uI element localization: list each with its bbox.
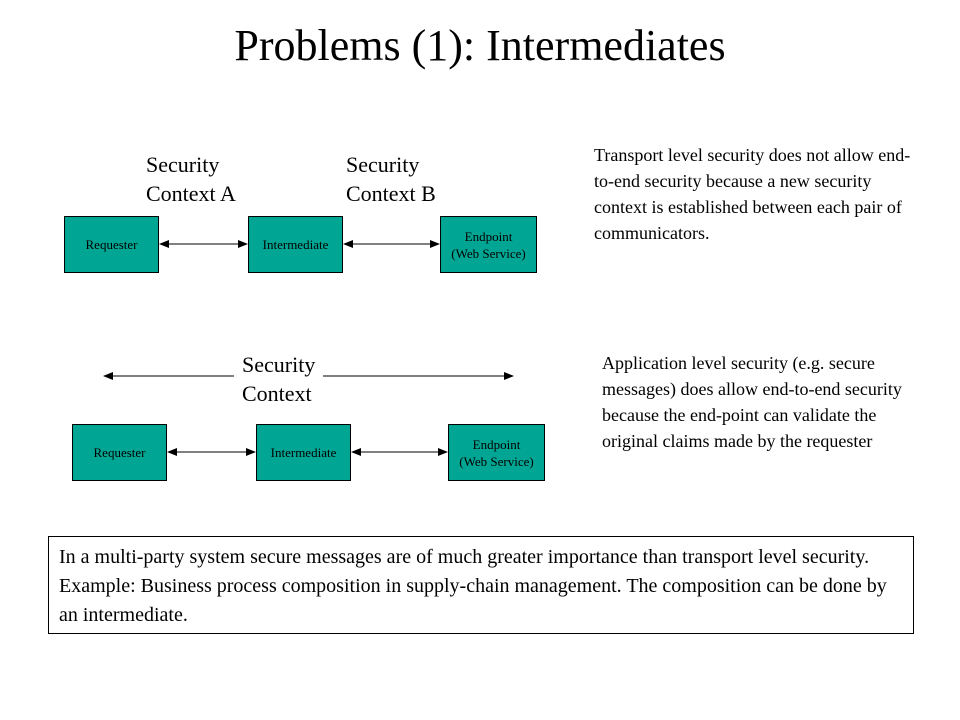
intermediate-box-bottom: Intermediate xyxy=(256,424,351,481)
requester-box-top: Requester xyxy=(64,216,159,273)
application-security-note: Application level security (e.g. secure … xyxy=(602,353,902,451)
transport-security-note: Transport level security does not allow … xyxy=(594,145,911,243)
requester-box-bottom: Requester xyxy=(72,424,167,481)
intermediate-box-top: Intermediate xyxy=(248,216,343,273)
summary-callout: In a multi-party system secure messages … xyxy=(48,536,914,634)
endpoint-box-top: Endpoint (Web Service) xyxy=(440,216,537,273)
slide-title: Problems (1): Intermediates xyxy=(234,21,726,70)
endpoint-box-bottom: Endpoint (Web Service) xyxy=(448,424,545,481)
security-context-a-label: Security Context A xyxy=(146,152,236,206)
security-context-b-label: Security Context B xyxy=(346,152,436,206)
security-context-label: Security Context xyxy=(234,350,324,408)
